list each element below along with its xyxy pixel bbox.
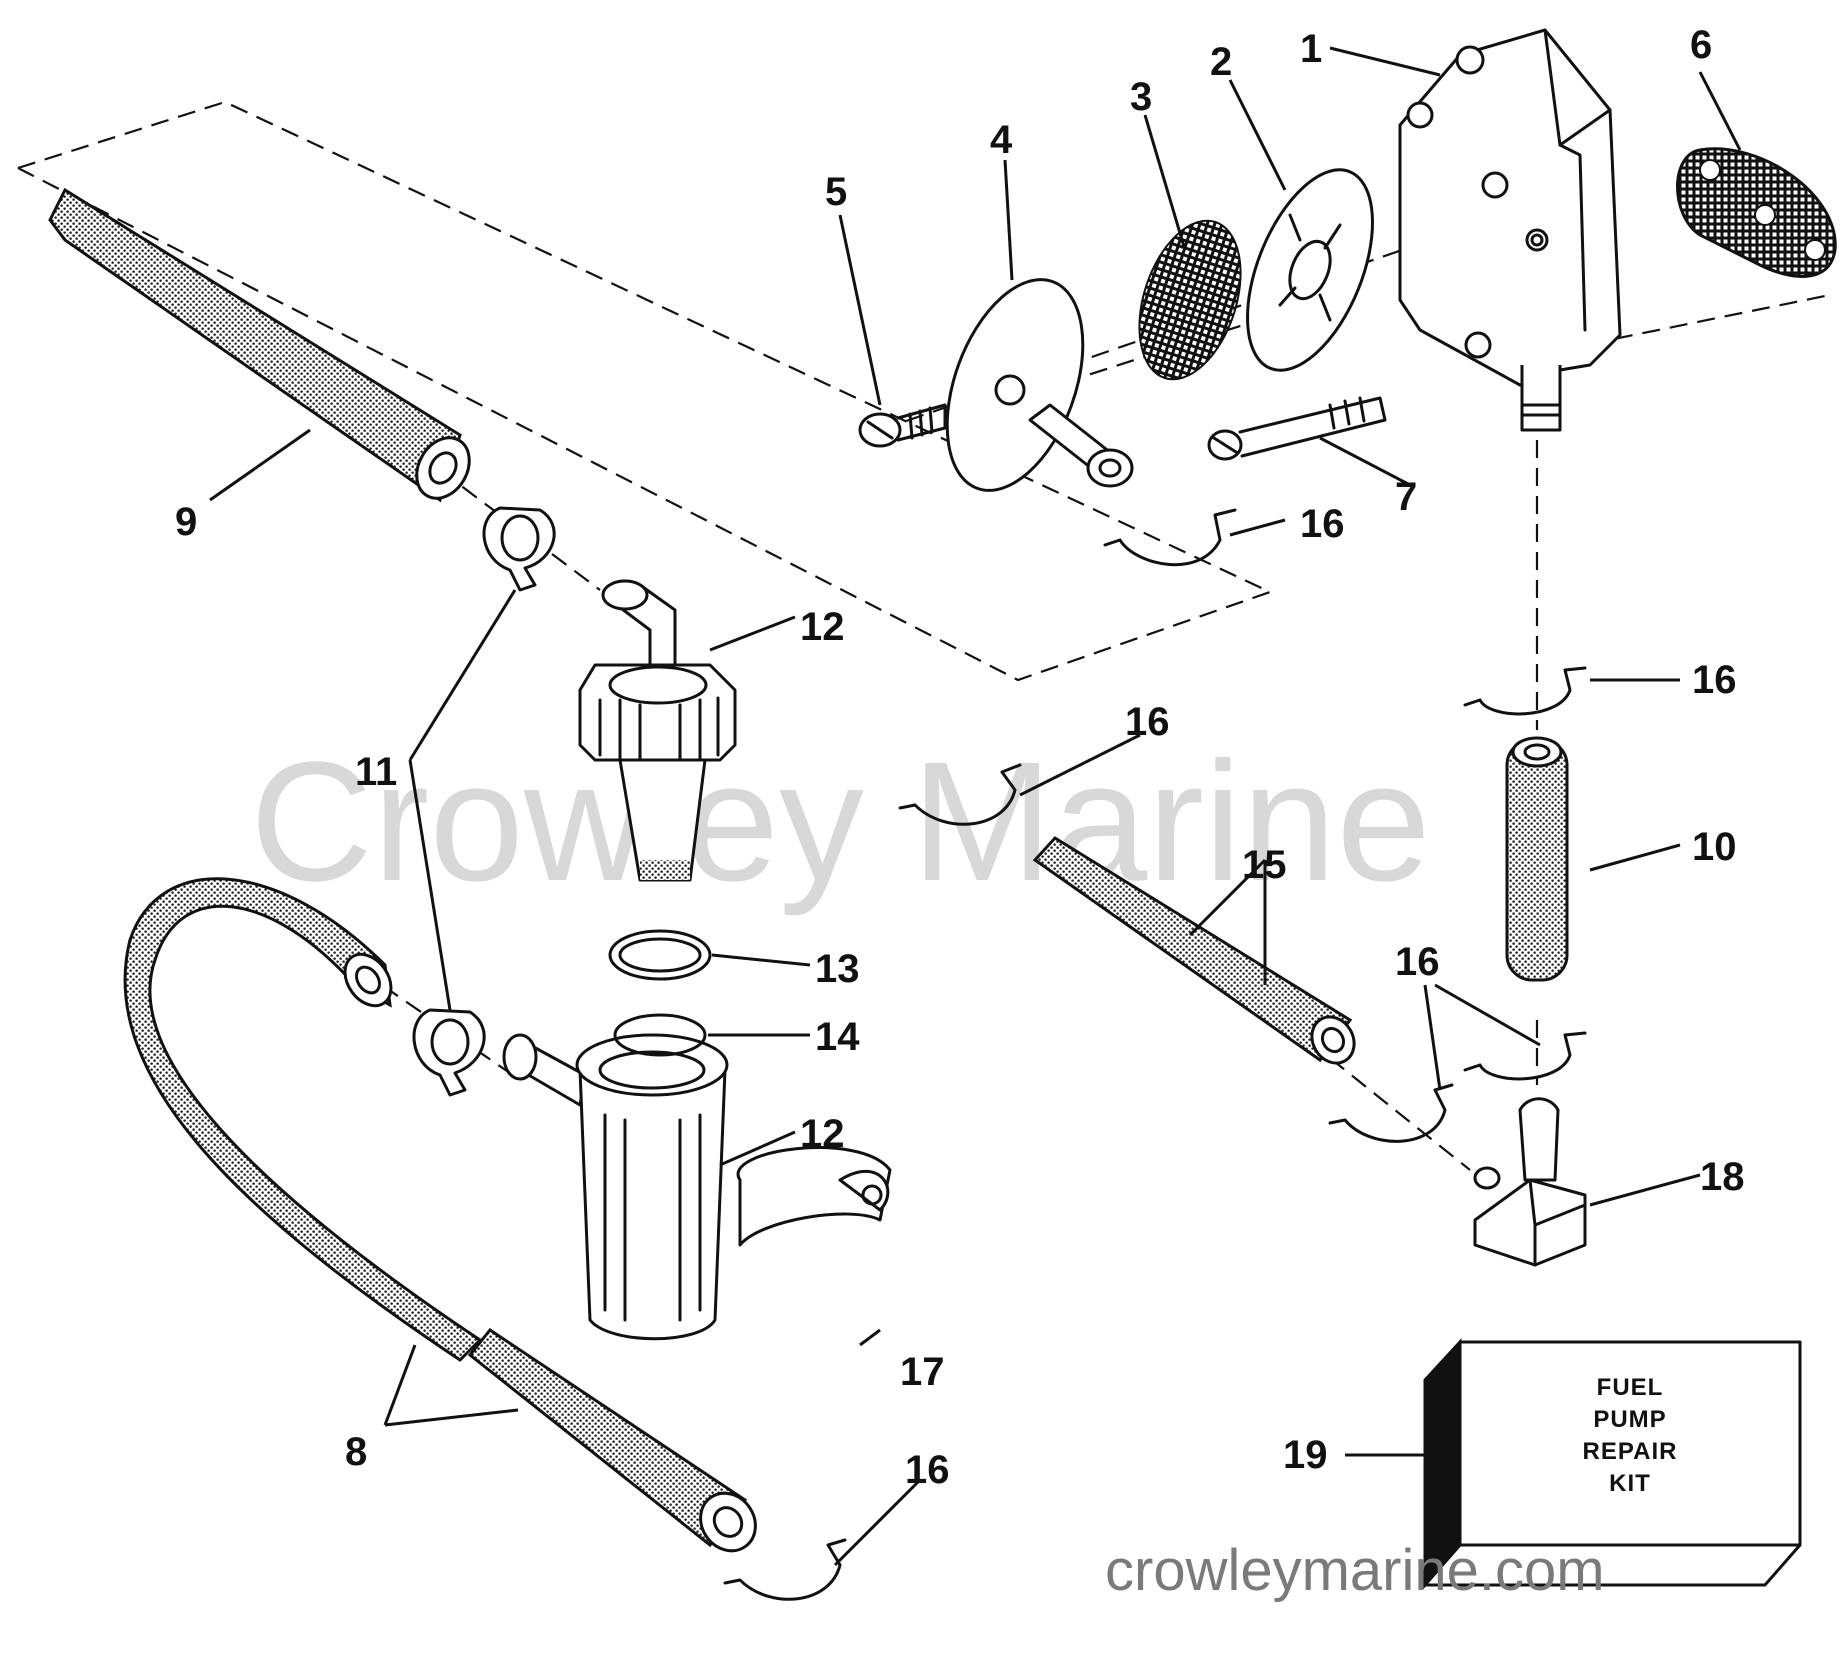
clip-pump-outlet	[1103, 508, 1237, 567]
elbow-fitting	[1473, 1097, 1587, 1267]
clip-upper-right	[1463, 666, 1587, 716]
callout-numbers: 1 2 3 4 5 6 7 8 9 10 11 12 12 13 14 15 1…	[175, 23, 1745, 1492]
hose-clamp-upper	[482, 506, 556, 592]
callout-7: 7	[1395, 475, 1417, 519]
callout-16e: 16	[905, 1448, 950, 1492]
leader-lines	[209, 46, 1742, 1567]
watermark-url: crowleymarine.com	[1105, 1538, 1605, 1603]
valve-plate	[1246, 168, 1374, 372]
pump-cover	[945, 278, 1134, 492]
pump-gasket	[1676, 147, 1837, 278]
seal-ring	[608, 929, 712, 981]
callout-12b: 12	[800, 1112, 845, 1156]
cover-screw	[858, 403, 947, 448]
o-ring	[613, 1013, 707, 1057]
callout-1: 1	[1300, 27, 1322, 71]
callout-9: 9	[175, 500, 197, 544]
hose-upper	[48, 187, 471, 503]
hose-vertical	[1505, 736, 1569, 982]
callout-16d: 16	[1395, 940, 1440, 984]
fuel-pump-body	[1398, 28, 1622, 432]
callout-19: 19	[1283, 1433, 1328, 1477]
filter-cap	[578, 579, 737, 882]
callout-5: 5	[825, 170, 847, 214]
callout-16b: 16	[1692, 658, 1737, 702]
callout-4: 4	[990, 118, 1013, 162]
callout-12a: 12	[800, 605, 845, 649]
clip-lower-right	[1463, 1031, 1587, 1081]
callout-8: 8	[345, 1430, 367, 1474]
kit-label-line2: PUMP	[1593, 1406, 1666, 1433]
callout-2: 2	[1210, 40, 1232, 84]
kit-label-line1: FUEL	[1597, 1374, 1664, 1401]
long-screw	[1207, 396, 1387, 461]
clip-bottom	[723, 1538, 847, 1601]
assembly-outline	[17, 100, 1273, 682]
repair-kit-box: FUEL PUMP REPAIR KIT	[1423, 1338, 1802, 1589]
hose-middle	[1032, 836, 1356, 1065]
callout-3: 3	[1130, 75, 1152, 119]
kit-label-line4: KIT	[1609, 1470, 1651, 1497]
callout-15: 15	[1242, 843, 1287, 887]
clip-fitting	[1328, 1083, 1454, 1143]
callout-16a: 16	[1300, 502, 1345, 546]
callout-16c: 16	[1125, 700, 1170, 744]
callout-11: 11	[355, 750, 397, 794]
hose-clamp-lower	[412, 1008, 486, 1097]
callout-14: 14	[815, 1015, 860, 1059]
filter-bowl	[502, 1033, 729, 1341]
fuel-screen	[1138, 219, 1242, 381]
kit-label-line3: REPAIR	[1583, 1438, 1678, 1465]
callout-10: 10	[1692, 825, 1737, 869]
callout-17: 17	[900, 1350, 945, 1394]
filter-bracket	[736, 1146, 892, 1247]
watermark-brand: Crowley Marine	[250, 727, 1431, 917]
callout-6: 6	[1690, 23, 1712, 67]
hose-lower	[123, 877, 757, 1553]
callout-18: 18	[1700, 1155, 1745, 1199]
clip-middle	[898, 763, 1022, 826]
callout-13: 13	[815, 947, 860, 991]
